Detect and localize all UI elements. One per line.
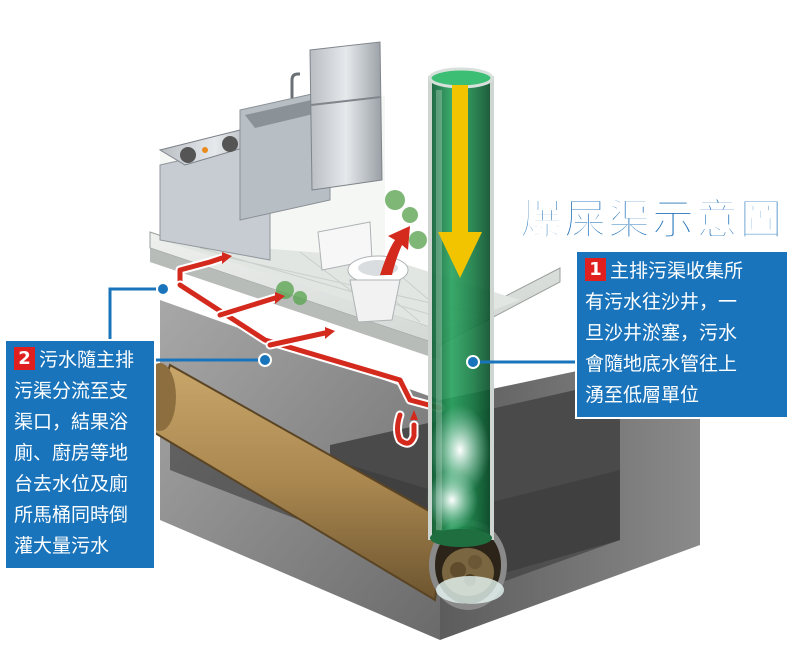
callout-2-number-badge: 2 (14, 347, 35, 370)
leader-lines (108, 287, 575, 364)
leader-dots (156, 282, 480, 369)
leader-dot-icon (258, 353, 272, 367)
callout-2-line-6: 所馬桶同時倒 (14, 504, 129, 526)
callout-1-line-4: 會隨地底水管往上 (585, 353, 738, 375)
faucet-icon (290, 72, 300, 98)
leader-dot-icon (466, 355, 480, 369)
branch-pipes (175, 253, 445, 448)
backflow-arrow-toilet-icon (380, 226, 410, 275)
diagram-title: 爆屎渠示意圖 (519, 195, 785, 245)
leader-line-callout-2-upper (108, 287, 163, 339)
branch-pipe-arrowheads (222, 252, 418, 420)
stove-burner-icon (180, 147, 196, 163)
arrow-head-icon (325, 327, 335, 339)
callout-2-line-5: 台去水位及廁 (14, 473, 129, 495)
floor-slab-front (150, 248, 440, 360)
stove-burner-icon (222, 136, 238, 152)
callout-2-line-4: 廁、廚房等地 (14, 442, 129, 464)
callout-2-line-3: 渠口，結果浴 (14, 411, 129, 433)
callout-1-line-2: 有污水往沙井，一 (585, 291, 738, 313)
callout-1-number-badge: 1 (585, 258, 606, 281)
plants (276, 190, 427, 305)
stove-knob-icon (202, 147, 208, 153)
callout-1-line-3: 旦沙井淤塞，污水 (585, 322, 738, 344)
arrow-head-icon (410, 410, 418, 420)
refrigerator (309, 41, 383, 191)
arrow-head-icon (222, 252, 232, 264)
arrow-head-icon (275, 292, 285, 304)
leader-dot-icon (156, 282, 170, 296)
downflow-arrow-icon (438, 85, 482, 278)
callout-2-line-7: 灌大量污水 (14, 535, 110, 557)
callout-2-line-2: 污渠分流至支 (14, 380, 129, 402)
sink-basin (245, 98, 330, 128)
callout-1-line-5: 湧至低層單位 (585, 384, 700, 406)
water-splash (426, 405, 504, 604)
